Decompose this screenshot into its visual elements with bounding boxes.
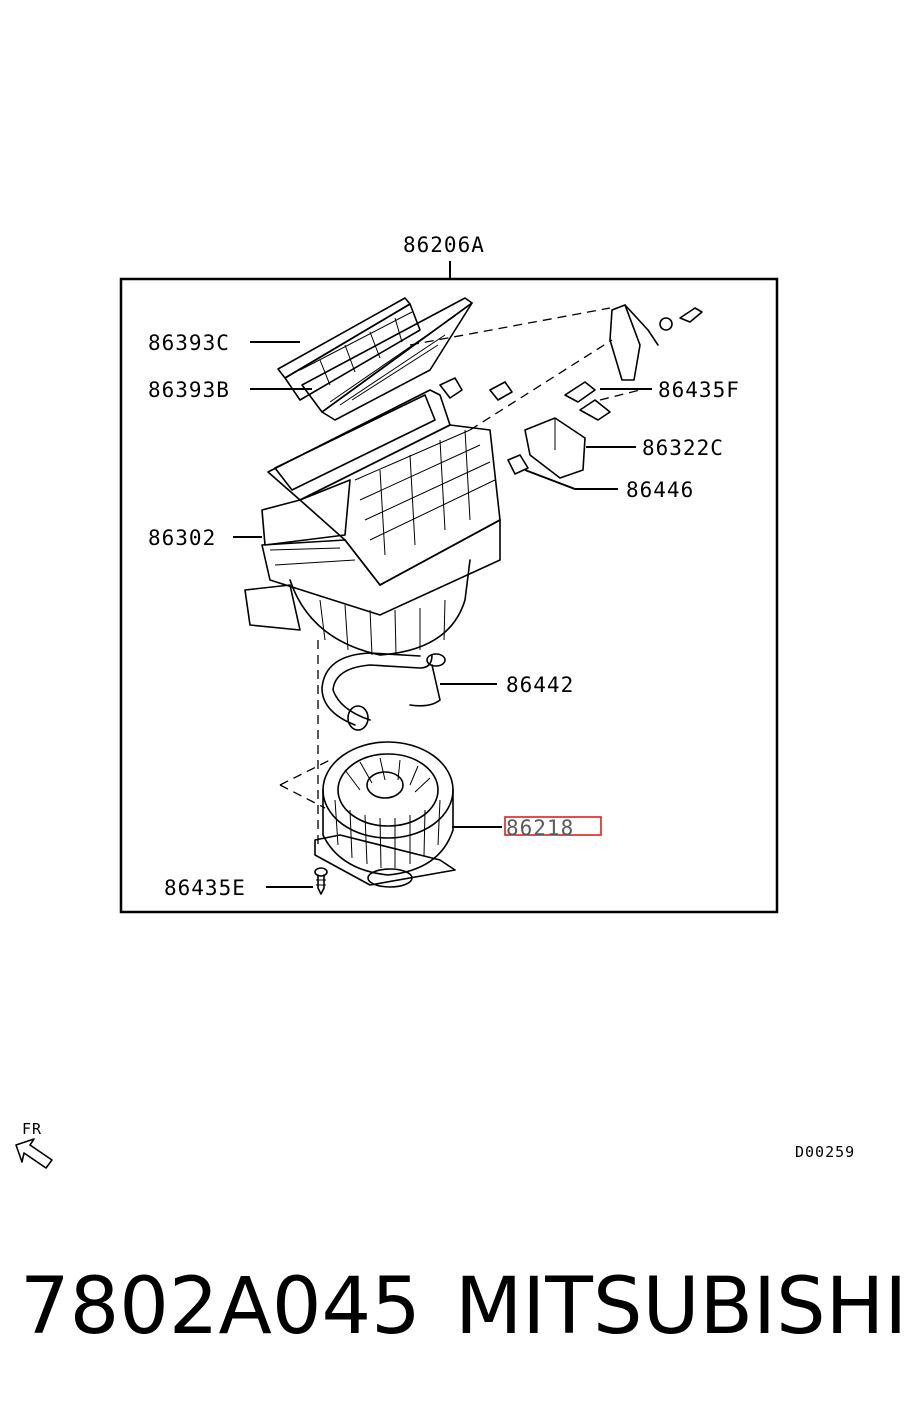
callout-86322c: 86322C <box>642 436 724 460</box>
front-arrow-icon <box>15 1138 53 1169</box>
callout-86393b: 86393B <box>148 378 230 402</box>
blower-fan-drawing <box>314 741 456 888</box>
assembly-dashed-lines <box>279 307 641 850</box>
leader-86446 <box>524 469 618 490</box>
part-number: 7802A045 <box>20 1262 421 1352</box>
blower-housing-drawing <box>244 389 501 656</box>
brand-name: MITSUBISHI <box>455 1262 908 1352</box>
diagram-code: D00259 <box>795 1143 855 1161</box>
highlight-box <box>504 816 602 836</box>
hardware-drawing <box>439 304 703 479</box>
callout-86446: 86446 <box>626 478 694 502</box>
filter-cover-drawing <box>277 297 421 401</box>
filter-drawing <box>301 297 473 421</box>
callout-86302: 86302 <box>148 526 216 550</box>
callout-86435f: 86435F <box>658 378 740 402</box>
callout-86442: 86442 <box>506 673 574 697</box>
assembly-code-label: 86206A <box>403 233 485 257</box>
screw-e-drawing <box>314 867 328 895</box>
callout-86218[interactable]: 86218 <box>506 816 574 840</box>
callout-86393c: 86393C <box>148 331 230 355</box>
front-label: FR <box>22 1120 42 1138</box>
callout-86435e: 86435E <box>164 876 246 900</box>
assembly-frame <box>119 277 779 914</box>
drain-hose-drawing <box>321 652 446 731</box>
